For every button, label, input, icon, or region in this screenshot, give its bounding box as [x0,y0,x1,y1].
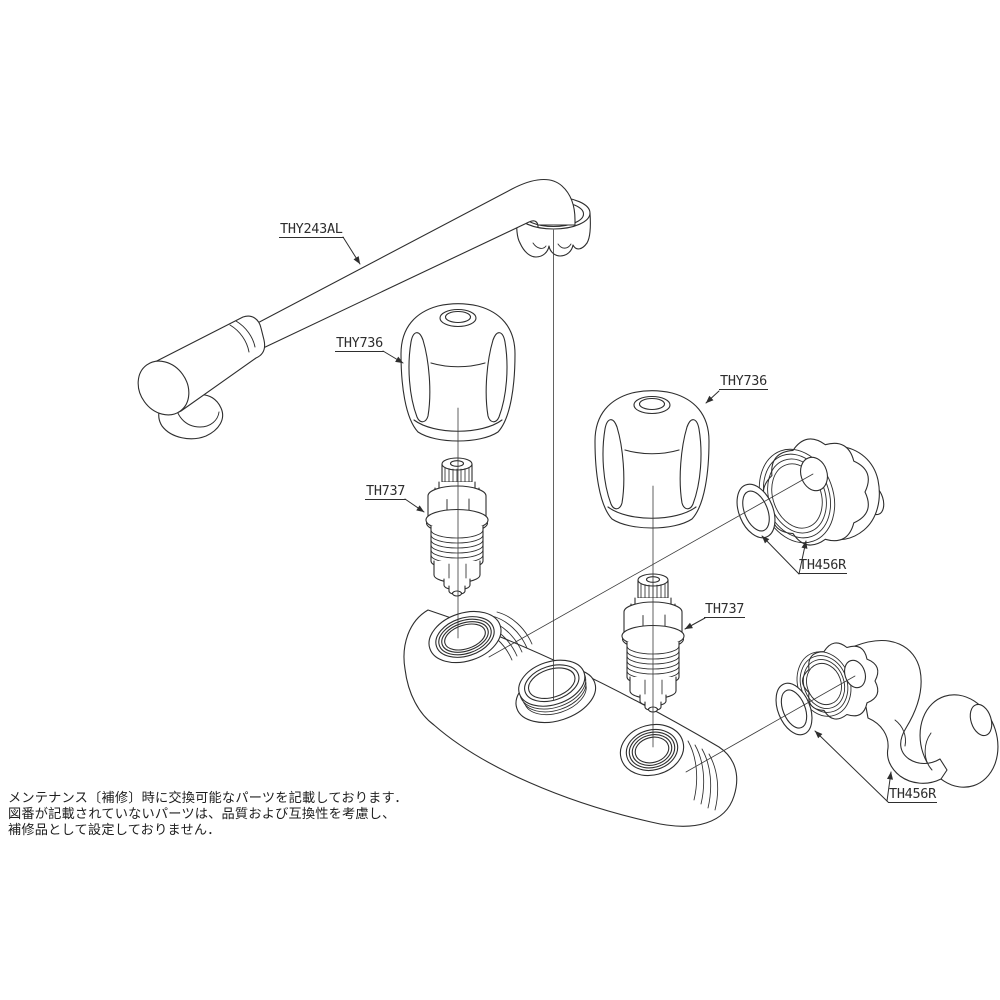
handle-right-drawing [594,390,710,529]
maintenance-note-line-3: 補修品として設定しておりません． [8,822,221,838]
leader-fitting-top-nut [798,540,808,575]
leader-cartridge-left [404,498,425,513]
rear-inlet-threads [476,611,533,661]
fitting-top-drawing [736,438,885,546]
center-lines [457,229,856,773]
part-label-cartridge-left: TH737 [365,483,407,500]
part-label-spout: THY243AL [279,221,344,238]
faucet-body-drawing [403,609,738,827]
maintenance-note-line-1: メンテナンス〔補修〕時に交換可能なパーツを記載しております． [8,791,408,806]
top-fitting-axis-line [488,473,814,658]
leader-fitting-bottom-pipe [886,771,894,802]
part-label-handle-right: THY736 [719,373,768,390]
maintenance-note: メンテナンス〔補修〕時に交換可能なパーツを記載しております． 図番が記載されてい… [8,791,408,838]
spout-tube [249,179,576,351]
leader-cartridge-right [684,617,706,630]
spout-end-cap [137,360,190,416]
fitting-bottom-bore [844,659,866,689]
bottom-fitting-axis-line [685,675,856,773]
leader-fitting-bottom-ring [814,730,889,803]
fitting-top-bore [800,456,828,492]
spout-collar [229,320,256,353]
right-end-threads [687,740,719,811]
leader-lines [342,236,894,803]
maintenance-note-line-2: 図番が記載されていないパーツは、品質および互換性を考慮し、 [8,806,396,822]
leader-spout [342,236,361,265]
part-label-cartridge-right: TH737 [704,601,746,618]
cartridge-left-drawing [425,457,489,597]
fitting-bottom-drawing [775,640,999,788]
spout-drawing [137,179,591,440]
body-socket-right [619,723,685,777]
fitting-bottom-pipe [854,640,948,784]
part-label-fitting-bottom: TH456R [888,786,937,803]
leader-handle-right [705,390,720,404]
fitting-bottom-hub [969,703,993,737]
leader-fitting-top-ring [761,535,800,575]
part-label-handle-left: THY736 [335,335,384,352]
body-spout-boss [515,659,597,724]
body-socket-left [428,610,502,664]
part-label-fitting-top: TH456R [798,557,847,574]
leader-handle-left [382,350,404,364]
